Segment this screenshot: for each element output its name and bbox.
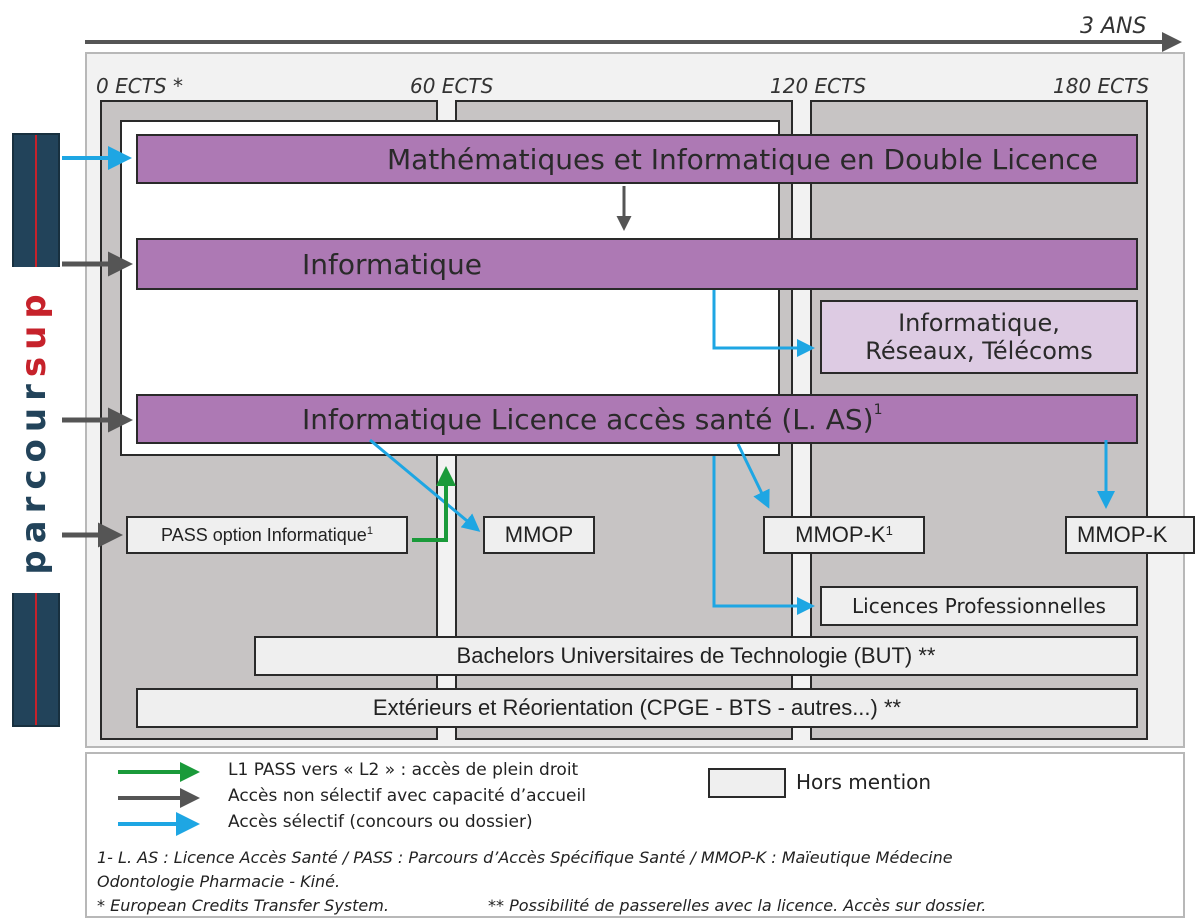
- program-mmopk-1-footnote: 1: [885, 522, 893, 538]
- program-pass-label: PASS option Informatique: [161, 524, 367, 545]
- legend-blue-text: Accès sélectif (concours ou dossier): [228, 812, 533, 832]
- ects-label-180: 180 ECTS: [1053, 74, 1150, 98]
- program-math-info-label: Mathématiques et Informatique en Double …: [386, 142, 1098, 176]
- program-informatique-las: Informatique Licence accès santé (L. AS)…: [136, 394, 1138, 444]
- footnote-1a: 1- L. AS : Licence Accès Santé / PASS : …: [97, 848, 953, 867]
- program-mmop-label: MMOP: [504, 522, 574, 547]
- arrow-las-to-licpro: [712, 456, 815, 615]
- program-mmop: MMOP: [483, 516, 595, 554]
- ects-label-60: 60 ECTS: [410, 74, 494, 98]
- parcoursup-white-band: [12, 267, 60, 593]
- arrow-las-to-mmopk1: [736, 443, 770, 509]
- timeline-label: 3 ANS: [1080, 14, 1147, 39]
- program-but: Bachelors Universitaires de Technologie …: [254, 636, 1138, 676]
- program-informatique-las-label: Informatique Licence accès santé (L. AS): [302, 402, 874, 436]
- program-ext-label: Extérieurs et Réorientation (CPGE - BTS …: [372, 695, 902, 720]
- program-informatique-label: Informatique: [302, 247, 482, 281]
- footnote-ects: * European Credits Transfer System.: [97, 896, 389, 915]
- footnote-1b: Odontologie Pharmacie - Kiné.: [97, 872, 341, 891]
- legend-panel: [85, 752, 1185, 918]
- parcoursup-logo: parcoursup: [12, 133, 60, 727]
- program-irt-label: Informatique, Réseaux, Télécoms: [865, 309, 1093, 365]
- ects-label-120: 120 ECTS: [770, 74, 867, 98]
- program-info-reseaux-telecoms: Informatique, Réseaux, Télécoms: [820, 300, 1138, 374]
- program-pass-footnote: 1: [366, 525, 373, 537]
- program-mmopk-1-label: MMOP-K: [795, 522, 886, 547]
- program-exterieurs-reorientation: Extérieurs et Réorientation (CPGE - BTS …: [136, 688, 1138, 728]
- program-mmopk: MMOP-K: [1065, 516, 1195, 554]
- program-licences-pro: Licences Professionnelles: [820, 586, 1138, 626]
- program-informatique-las-footnote: 1: [873, 402, 883, 418]
- legend-hors-mention-swatch: [708, 768, 786, 798]
- arrow-informatique-to-irt: [712, 290, 815, 357]
- footnote-passerelles: ** Possibilité de passerelles avec la li…: [488, 896, 987, 915]
- program-informatique: Informatique: [136, 238, 1138, 290]
- arrow-pass-to-l2: [412, 466, 456, 542]
- arrow-las-to-mmop: [369, 438, 481, 532]
- program-but-label: Bachelors Universitaires de Technologie …: [456, 643, 936, 668]
- ects-label-0: 0 ECTS *: [96, 74, 183, 98]
- program-licpro-label: Licences Professionnelles: [852, 594, 1106, 618]
- program-mmopk-label: MMOP-K: [1077, 522, 1168, 547]
- legend-hors-mention-text: Hors mention: [796, 770, 932, 794]
- legend-green-text: L1 PASS vers « L2 » : accès de plein dro…: [228, 760, 579, 780]
- legend-dark-text: Accès non sélectif avec capacité d’accue…: [228, 786, 586, 806]
- program-math-info-double-licence: Mathématiques et Informatique en Double …: [136, 134, 1138, 184]
